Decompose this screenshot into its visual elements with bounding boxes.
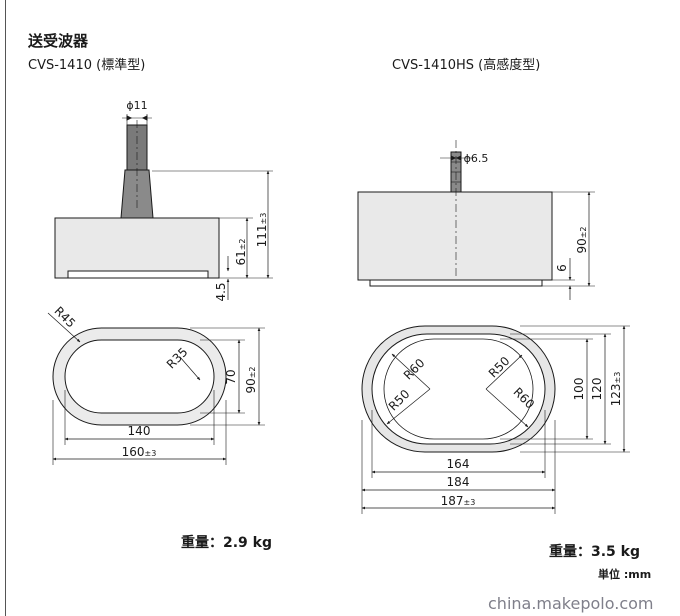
left-outer-width-tol: ±2 <box>248 366 257 378</box>
unit-label: 単位 :mm <box>598 568 652 581</box>
left-inner-width-label: 70 <box>224 369 238 384</box>
right-base <box>369 279 543 287</box>
left-outer-radius-label: R45 <box>52 304 79 331</box>
right-width-b-label: 120 <box>590 378 604 401</box>
right-height-main-tol: ±2 <box>579 226 588 238</box>
left-outer-length-label: 160±3 <box>122 445 157 459</box>
right-phi-label: ϕ6.5 <box>464 152 489 165</box>
left-height-total-tol: ±3 <box>259 213 268 225</box>
right-width-c-label: 123±3 <box>609 372 623 407</box>
right-width-c-value: 123 <box>609 383 623 406</box>
left-height-main-tol: ±2 <box>238 238 247 250</box>
left-height-main-label: 61±2 <box>234 238 248 265</box>
right-oval-inner <box>383 338 534 440</box>
right-top-view <box>361 325 630 514</box>
right-side-view <box>357 140 595 300</box>
right-length-b-label: 184 <box>447 475 470 489</box>
page-border-line <box>5 0 6 616</box>
right-length-a-label: 164 <box>447 457 470 471</box>
right-oval-mid <box>371 333 546 445</box>
watermark: china.makepolo.com <box>488 594 654 613</box>
weight-label-standard: 重量：2.9 kg <box>181 535 273 551</box>
left-outer-length-value: 160 <box>122 445 145 459</box>
left-phi-label: ϕ11 <box>126 99 147 112</box>
right-width-c-tol: ±3 <box>613 372 622 384</box>
right-body <box>357 191 553 281</box>
right-height-main-label: 90±2 <box>575 226 589 253</box>
right-base-height-label: 6 <box>555 264 569 272</box>
left-height-total-label: 111±3 <box>255 213 269 248</box>
model-label-high-sensitivity: CVS-1410HS (高感度型) <box>392 58 541 73</box>
left-side-view <box>54 114 273 300</box>
model-label-standard: CVS-1410 (標準型) <box>28 58 146 73</box>
right-height-main-value: 90 <box>575 238 589 253</box>
left-cone <box>120 169 154 219</box>
left-body <box>54 217 220 279</box>
left-base-height-label: 4.5 <box>214 282 228 301</box>
right-length-c-label: 187±3 <box>441 494 476 508</box>
weight-label-high-sensitivity: 重量：3.5 kg <box>549 544 641 560</box>
left-top-view <box>47 312 265 465</box>
page-title: 送受波器 <box>28 32 89 50</box>
left-height-total-value: 111 <box>255 224 269 247</box>
left-outer-width-label: 90±2 <box>244 366 258 393</box>
left-oval-inner <box>64 339 215 414</box>
right-length-c-tol: ±3 <box>464 498 476 507</box>
right-length-c-value: 187 <box>441 494 464 508</box>
left-base <box>67 270 209 279</box>
left-inner-length-label: 140 <box>128 424 151 438</box>
left-outer-width-value: 90 <box>244 378 258 393</box>
right-width-a-label: 100 <box>572 378 586 401</box>
left-height-main-value: 61 <box>234 250 248 265</box>
left-outer-length-tol: ±3 <box>145 449 157 458</box>
